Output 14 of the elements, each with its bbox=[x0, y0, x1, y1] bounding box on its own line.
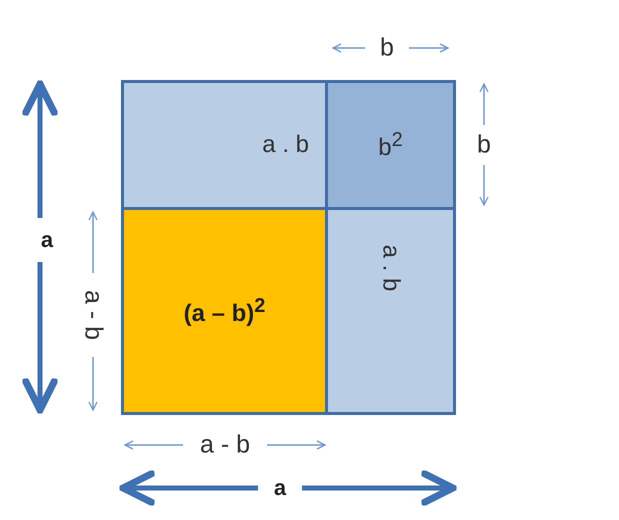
dimension-label: a bbox=[274, 477, 286, 499]
area-region bbox=[325, 80, 456, 210]
area-label: (a – b)$^{2}$ bbox=[184, 294, 266, 328]
area-region bbox=[121, 80, 328, 210]
dimension-label: a - b bbox=[80, 290, 106, 340]
area-region bbox=[325, 207, 456, 415]
dimension-label: a - b bbox=[200, 432, 250, 458]
dimension-label: a bbox=[40, 229, 54, 251]
area-label: a . b bbox=[376, 244, 404, 292]
area-label: a . b bbox=[262, 131, 309, 159]
dimension-label: b bbox=[380, 36, 394, 60]
dimension-label: b bbox=[477, 132, 491, 158]
area-label: b$^{2}$ bbox=[378, 128, 403, 162]
area-region bbox=[121, 207, 328, 415]
